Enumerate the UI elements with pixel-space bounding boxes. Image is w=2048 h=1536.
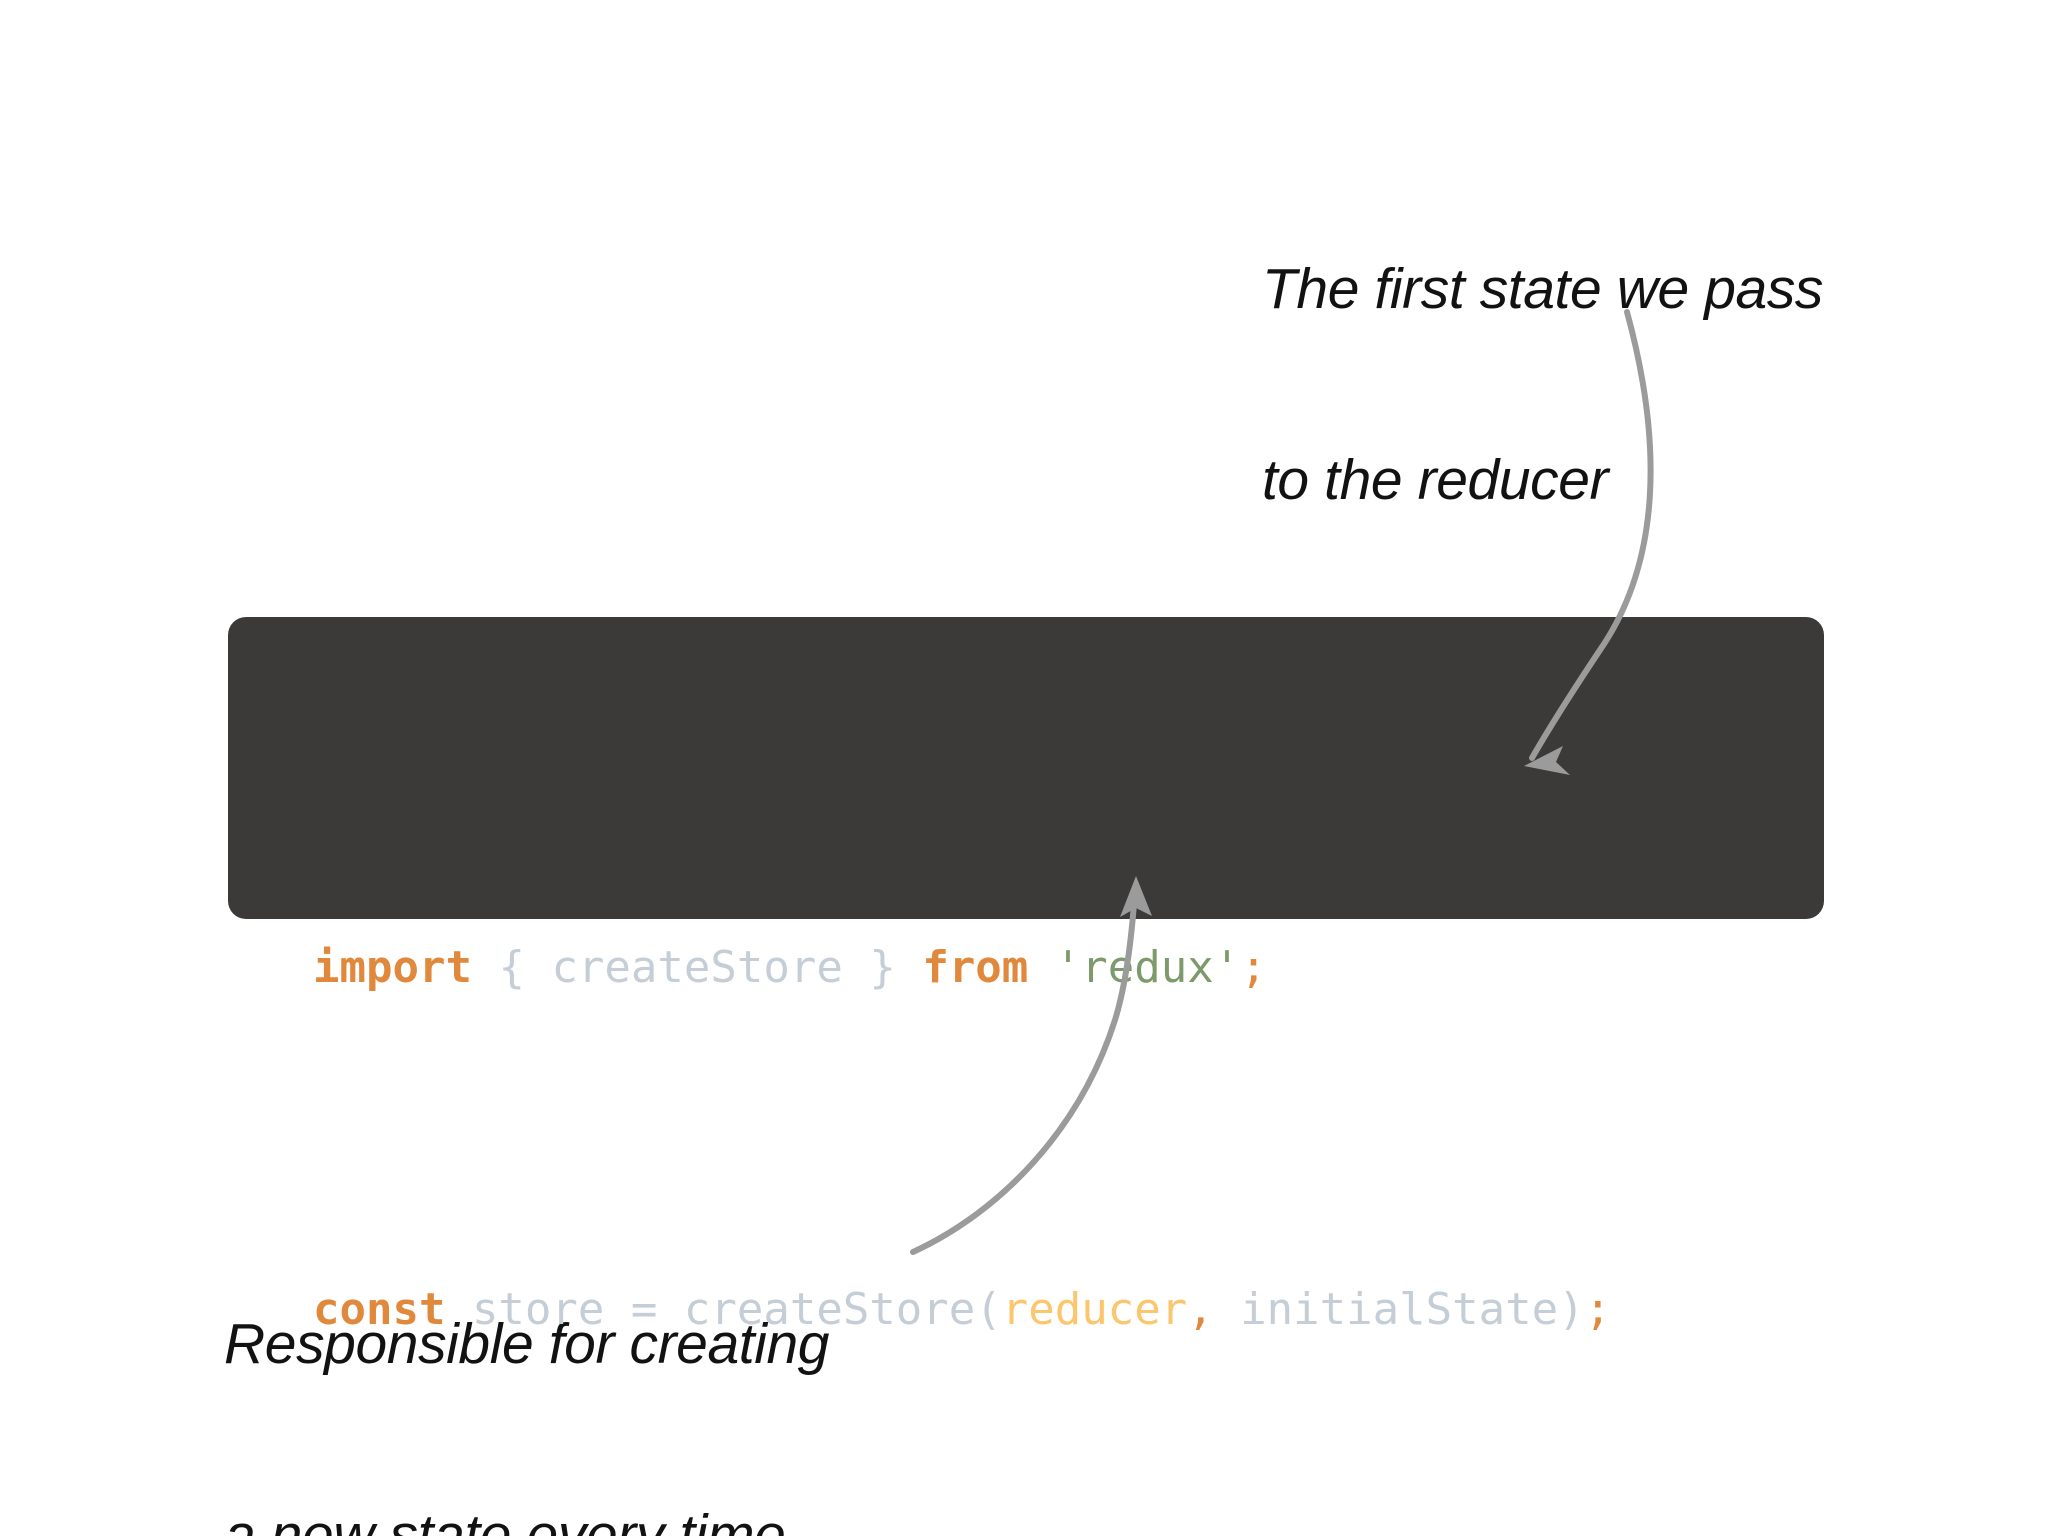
- code-line-1: import { createStore } from 'redux';: [313, 911, 1611, 1025]
- annotation-first-state-line1: The first state we pass: [1262, 256, 1824, 321]
- annotation-reducer: Responsible for creating a new state eve…: [224, 1185, 829, 1536]
- annotation-first-state-line2: to the reducer: [1262, 448, 1609, 513]
- code-block: import { createStore } from 'redux'; con…: [228, 617, 1824, 1335]
- code-lines: import { createStore } from 'redux'; con…: [313, 683, 1611, 1536]
- annotation-first-state: The first state we pass to the reducer: [1262, 130, 1823, 641]
- code-line-2: const store = createStore(reducer, initi…: [313, 1253, 1611, 1367]
- code-token-plain: initialState): [1213, 1284, 1585, 1335]
- code-token-punctuation_orange: ;: [1240, 942, 1267, 993]
- code-token-plain: }: [842, 942, 923, 993]
- code-token-keyword: import: [313, 942, 472, 993]
- code-token-punctuation_orange: ,: [1187, 1284, 1214, 1335]
- code-token-keyword: const: [313, 1284, 446, 1335]
- code-token-string: 'redux': [1054, 942, 1241, 993]
- annotation-reducer-line2: a new state every time: [224, 1503, 786, 1536]
- code-token-keyword: from: [922, 942, 1029, 993]
- code-token-plain: store =: [445, 1284, 684, 1335]
- code-token-punctuation_orange: ;: [1584, 1284, 1612, 1335]
- code-token-plain: {: [471, 942, 552, 993]
- code-token-plain: createStore(: [683, 1284, 1002, 1335]
- code-token-param: reducer: [1001, 1284, 1188, 1335]
- code-token-plain: createStore: [551, 942, 843, 993]
- annotation-reducer-line1: Responsible for creating: [224, 1311, 830, 1376]
- code-token-plain: [1028, 942, 1055, 993]
